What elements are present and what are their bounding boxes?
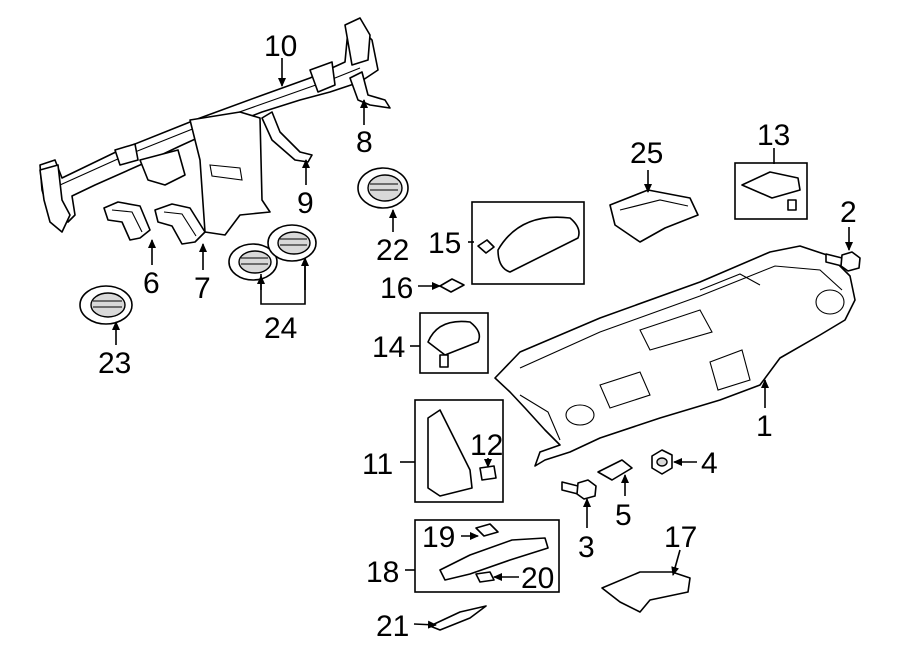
callout-21: 21: [376, 610, 409, 643]
round-vents-part-24: [228, 224, 317, 281]
clip-part-16: [439, 278, 465, 293]
panel-part-11: [427, 409, 473, 497]
callout-24: 24: [264, 312, 297, 345]
cover-part-15: [497, 216, 580, 273]
callout-2: 2: [840, 196, 857, 229]
trim-part-21: [429, 605, 487, 631]
bracket-part-8: [349, 71, 391, 109]
glove-box-part-25: [609, 189, 699, 243]
callout-10: 10: [264, 30, 297, 63]
callout-7: 7: [194, 272, 211, 305]
cross-car-beam: [39, 17, 379, 236]
callout-18: 18: [366, 556, 399, 589]
cover-part-14: [427, 320, 481, 356]
callout-20: 20: [521, 562, 554, 595]
callout-14: 14: [372, 331, 405, 364]
callout-numbers: 10 8 9 6 7 22 23 24 25 13 2 15 16 14 1 4…: [98, 30, 857, 643]
callout-5: 5: [615, 499, 632, 532]
panel-part-18: [439, 537, 549, 581]
callout-1: 1: [756, 410, 773, 443]
callout-11: 11: [362, 448, 393, 481]
callout-9: 9: [297, 187, 314, 220]
callout-8: 8: [356, 126, 373, 159]
bracket-part-9: [261, 111, 313, 163]
nut-part-4: [651, 449, 673, 475]
callout-3: 3: [578, 531, 595, 564]
bolt-part-2: [825, 251, 861, 272]
callout-19: 19: [422, 521, 455, 554]
part-11-box: [414, 399, 504, 503]
part-14-box: [419, 312, 489, 374]
round-vent-part-22: [357, 167, 409, 209]
callout-4: 4: [701, 447, 718, 480]
bolt-part-3: [561, 479, 597, 500]
callout-16: 16: [380, 272, 413, 305]
callout-15: 15: [428, 227, 461, 260]
instrument-panel-part-1: [494, 245, 856, 467]
callout-23: 23: [98, 347, 131, 380]
part-18-box: [414, 519, 560, 593]
callout-25: 25: [630, 137, 663, 170]
part-13-box: [734, 162, 808, 220]
callout-13: 13: [757, 119, 790, 152]
callout-12: 12: [470, 429, 503, 462]
clip-part-5: [597, 459, 633, 481]
cover-part-17: [601, 571, 691, 613]
clip-part-13: [741, 171, 801, 199]
part-15-box: [471, 201, 585, 285]
leader-lines: [112, 58, 853, 629]
callout-6: 6: [143, 267, 160, 300]
round-vent-part-23: [79, 285, 133, 325]
callout-17: 17: [664, 521, 697, 554]
duct-part-7: [154, 203, 206, 245]
duct-part-6: [103, 201, 151, 241]
callout-22: 22: [376, 234, 409, 267]
